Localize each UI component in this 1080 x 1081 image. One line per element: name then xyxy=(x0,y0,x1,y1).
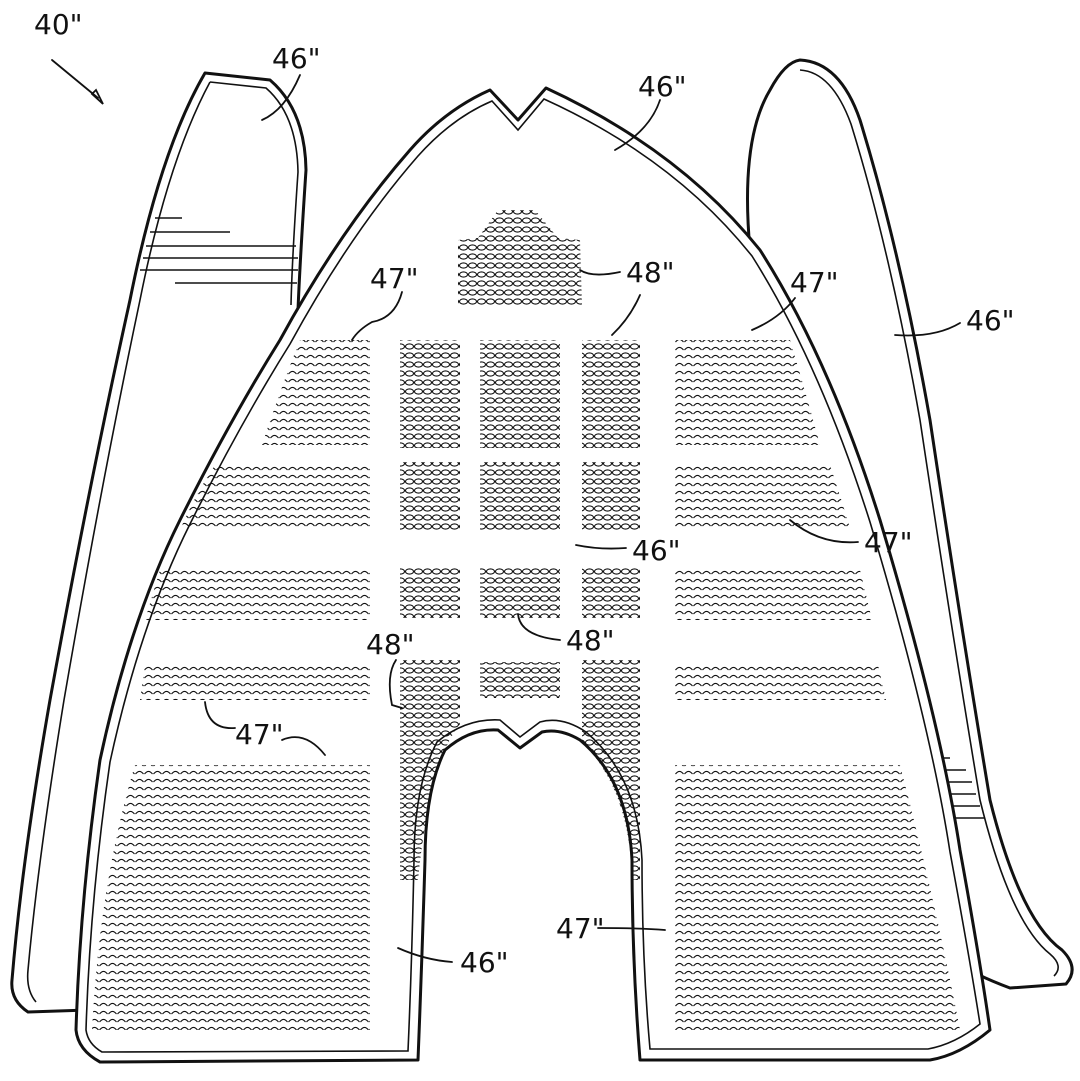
label-47-upper-left: 47" xyxy=(370,262,419,295)
leader-lines xyxy=(51,59,961,963)
perf-r2-c2 xyxy=(480,462,560,530)
label-47-mid-right: 47" xyxy=(864,526,913,559)
perf-r3-c2 xyxy=(480,566,560,618)
mesh-right-5 xyxy=(675,765,960,1030)
mesh-right-1 xyxy=(675,340,820,445)
mesh-left-2 xyxy=(180,465,370,530)
label-46-left-flap: 46" xyxy=(272,42,321,75)
label-46-right-flap: 46" xyxy=(966,304,1015,337)
mesh-left-5 xyxy=(92,765,370,1030)
perf-top xyxy=(458,210,582,305)
label-46-top: 46" xyxy=(638,70,687,103)
mesh-left-4 xyxy=(140,665,370,700)
label-47-left: 47" xyxy=(235,718,284,751)
label-48-center: 48" xyxy=(566,624,615,657)
mesh-right-3 xyxy=(675,570,872,620)
reference-labels: 40" 46" 46" 46" 48" 47" 47" 47" 46" 48" … xyxy=(34,8,1015,979)
mesh-regions xyxy=(92,340,960,1030)
label-46-center: 46" xyxy=(632,534,681,567)
perf-r2-c1 xyxy=(400,462,460,530)
label-47-upper-right: 47" xyxy=(790,266,839,299)
perf-r4-c3 xyxy=(582,660,640,880)
left-side-flap xyxy=(10,71,308,1014)
perf-r1-c3 xyxy=(582,340,640,448)
perf-r4-c2 xyxy=(480,662,560,698)
perf-r2-c3 xyxy=(582,462,640,530)
perf-r1-c1 xyxy=(400,340,460,448)
perf-r4-c1 xyxy=(400,660,460,880)
mesh-left-3 xyxy=(145,570,370,620)
mesh-left-1 xyxy=(262,340,370,445)
label-40: 40" xyxy=(34,8,83,41)
left-flap-stitch-lines xyxy=(140,217,298,284)
label-48-top: 48" xyxy=(626,256,675,289)
mesh-right-4 xyxy=(675,665,886,700)
mesh-right-2 xyxy=(675,465,850,528)
perf-r3-c1 xyxy=(400,566,460,618)
label-48-left: 48" xyxy=(366,628,415,661)
perf-r1-c2 xyxy=(480,340,560,448)
perforation-regions xyxy=(400,210,640,880)
perf-r3-c3 xyxy=(582,566,640,618)
label-46-bottom: 46" xyxy=(460,946,509,979)
label-47-lower-right: 47" xyxy=(556,912,605,945)
